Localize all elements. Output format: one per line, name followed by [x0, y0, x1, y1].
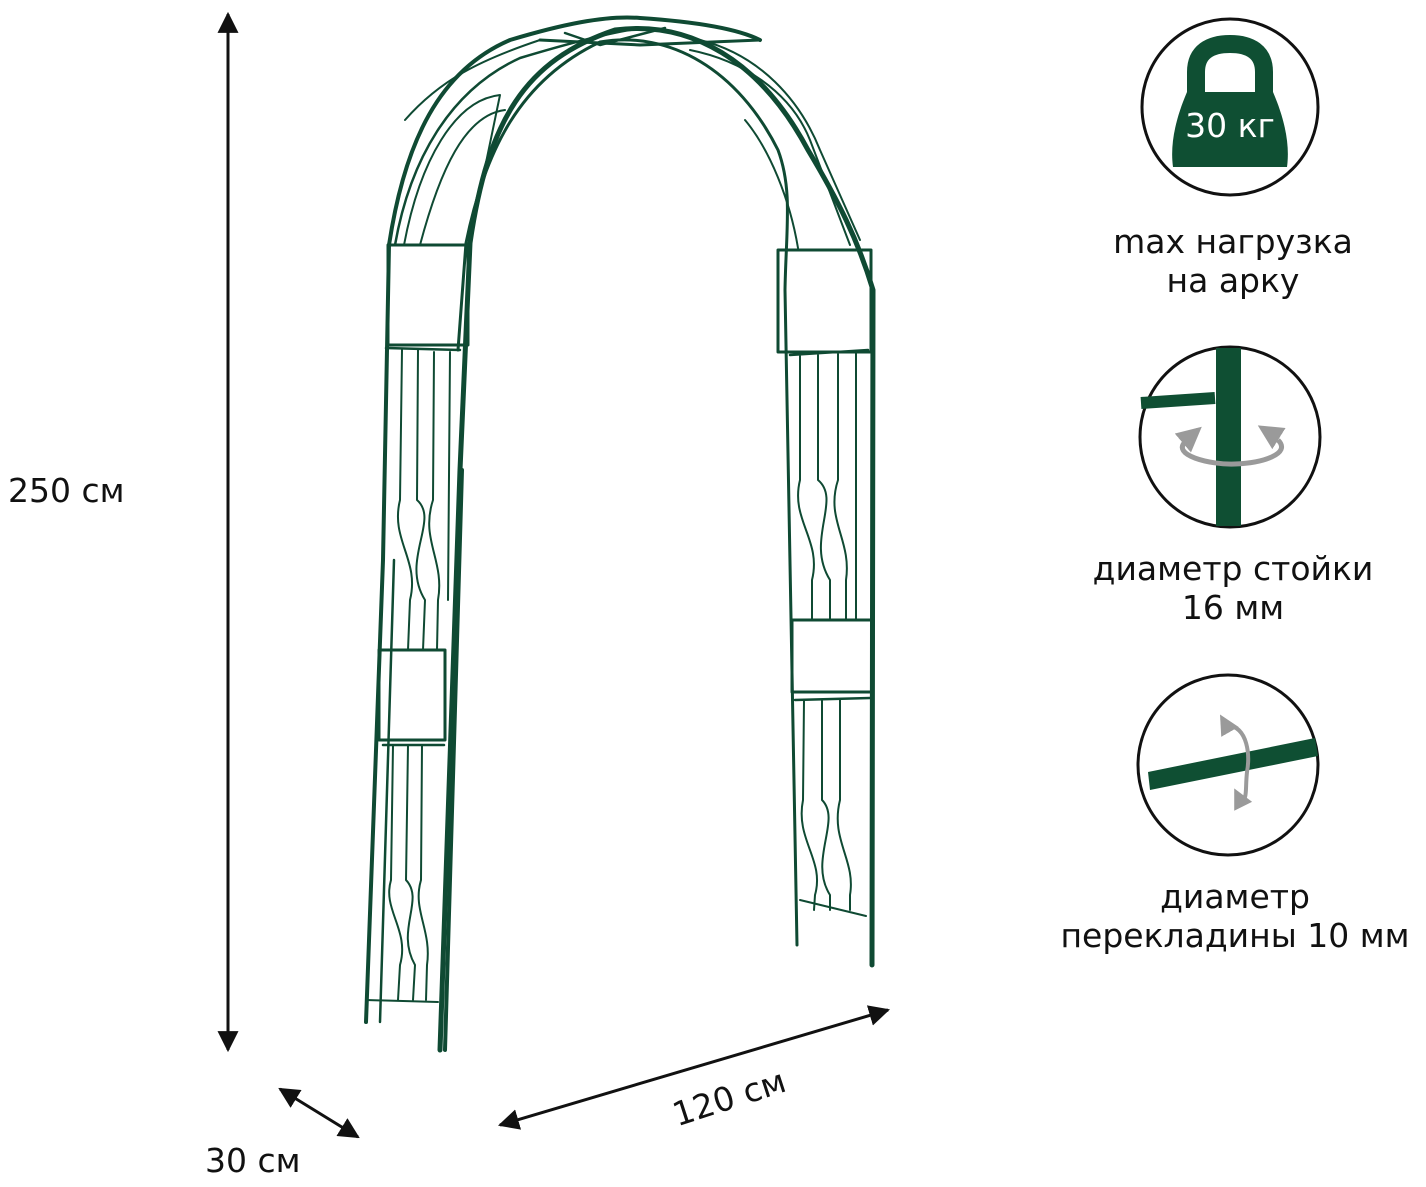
arch-front-inner — [456, 38, 799, 947]
arch-back-outer — [364, 15, 762, 1024]
max-load-line1: max нагрузка — [1113, 222, 1353, 261]
width-arrow — [497, 1005, 891, 1130]
post-diameter-caption: диаметр стойки 16 мм — [1092, 549, 1374, 628]
crossbar-diameter-caption: диаметр перекладины 10 мм — [1060, 877, 1410, 956]
weight-icon — [1140, 17, 1320, 197]
depth-arrow — [278, 1087, 360, 1139]
weight-badge-value: 30 кг — [1185, 106, 1275, 145]
garden-arch — [364, 15, 876, 1053]
height-label: 250 см — [8, 471, 125, 510]
depth-label: 30 см — [205, 1141, 301, 1180]
crossbar-diameter-line2: перекладины 10 мм — [1060, 915, 1410, 955]
post-diameter-icon — [1138, 345, 1322, 529]
arch-back-inner — [393, 26, 647, 247]
post-diameter-line1: диаметр стойки — [1092, 549, 1374, 588]
max-load-line2: на арку — [1166, 260, 1300, 300]
arch-front-outer — [437, 26, 876, 1053]
crossbar-diameter-line1: диаметр — [1160, 877, 1310, 916]
crossbar-diameter-icon — [1136, 673, 1320, 857]
post-diameter-line2: 16 мм — [1181, 587, 1285, 627]
max-load-caption: max нагрузка на арку — [1113, 222, 1353, 301]
